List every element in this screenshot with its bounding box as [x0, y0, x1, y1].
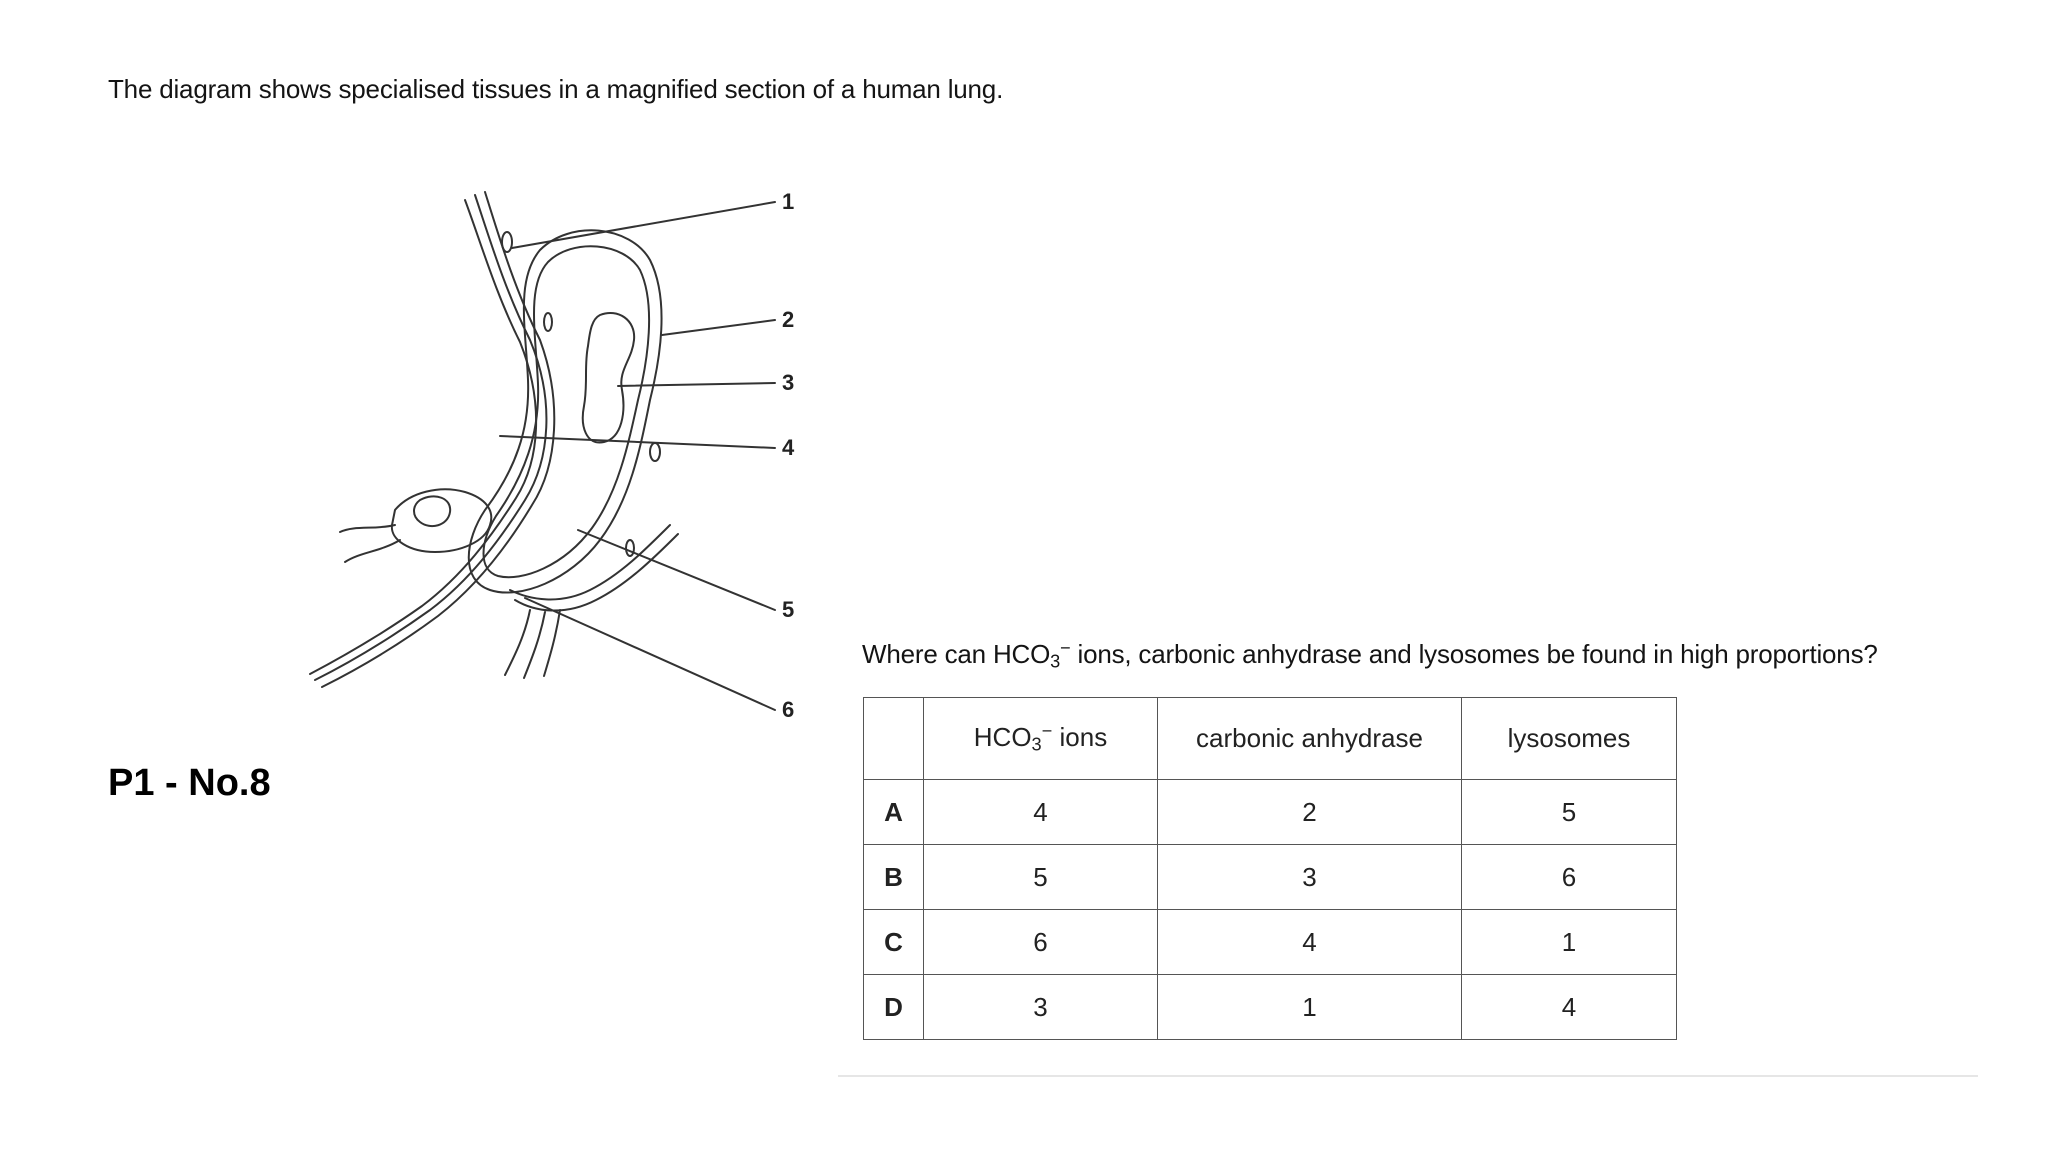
lung-section-diagram: 1 2 3 4 5 6 [309, 189, 795, 722]
answer-table: HCO3− ions carbonic anhydrase lysosomes … [863, 697, 1677, 1040]
diagram-label-3: 3 [782, 370, 794, 395]
branch-strand-2 [514, 533, 679, 612]
table-cell: 3 [1157, 844, 1462, 910]
leader-line-5 [577, 529, 776, 611]
table-row: A 4 2 5 [863, 779, 1677, 845]
diagram-label-4: 4 [782, 435, 795, 460]
table-cell: 6 [923, 909, 1158, 975]
wall-cell-3 [649, 442, 661, 462]
leader-line-3 [617, 382, 776, 387]
alveolus-outer [467, 229, 663, 594]
lower-cell [390, 488, 493, 553]
table-cell: 4 [1157, 909, 1462, 975]
table-header-row: HCO3− ions carbonic anhydrase lysosomes [863, 697, 1677, 780]
vessel-wall-outer [314, 194, 548, 681]
slide-label: P1 - No.8 [108, 762, 271, 804]
vessel-wall-mid [321, 191, 556, 688]
table-corner-cell [863, 697, 924, 780]
intro-text: The diagram shows specialised tissues in… [108, 74, 1004, 104]
left-strand-1 [339, 524, 396, 533]
question-text: Where can HCO3− ions, carbonic anhydrase… [862, 638, 1878, 672]
table-cell: 3 [923, 974, 1158, 1040]
branch-strand-5 [543, 609, 561, 677]
diagram-label-2: 2 [782, 307, 794, 332]
leader-line-6 [524, 597, 776, 711]
row-label: D [863, 974, 924, 1040]
lower-cell-nucleus [413, 495, 452, 528]
vessel-wall-inner [309, 199, 538, 675]
table-cell: 4 [923, 779, 1158, 845]
table-cell: 4 [1461, 974, 1677, 1040]
table-cell: 1 [1157, 974, 1462, 1040]
header-carbonic-anhydrase: carbonic anhydrase [1157, 697, 1462, 780]
table-cell: 1 [1461, 909, 1677, 975]
wall-cell-4 [625, 539, 635, 557]
table-row: C 6 4 1 [863, 909, 1677, 975]
table-row: D 3 1 4 [863, 974, 1677, 1040]
row-label: A [863, 779, 924, 845]
footer-divider [838, 1075, 1978, 1077]
header-hco3-ions: HCO3− ions [923, 697, 1158, 780]
table-cell: 2 [1157, 779, 1462, 845]
table-cell: 5 [1461, 779, 1677, 845]
alveolus-inner [482, 245, 651, 579]
table-cell: 5 [923, 844, 1158, 910]
header-lysosomes: lysosomes [1461, 697, 1677, 780]
wall-cell-2 [543, 312, 553, 332]
table-row: B 5 3 6 [863, 844, 1677, 910]
diagram-label-1: 1 [782, 189, 794, 214]
leader-line-2 [661, 319, 776, 336]
left-strand-2 [344, 539, 401, 563]
leader-line-4 [499, 435, 776, 449]
branch-strand-4 [523, 611, 546, 679]
leader-line-1 [511, 201, 776, 249]
wall-cell-1 [501, 231, 513, 253]
branch-strand-3 [504, 609, 531, 676]
diagram-label-5: 5 [782, 597, 794, 622]
red-blood-cell [581, 312, 636, 444]
row-label: B [863, 844, 924, 910]
diagram-label-6: 6 [782, 697, 794, 722]
row-label: C [863, 909, 924, 975]
branch-strand-1 [509, 524, 671, 601]
table-cell: 6 [1461, 844, 1677, 910]
